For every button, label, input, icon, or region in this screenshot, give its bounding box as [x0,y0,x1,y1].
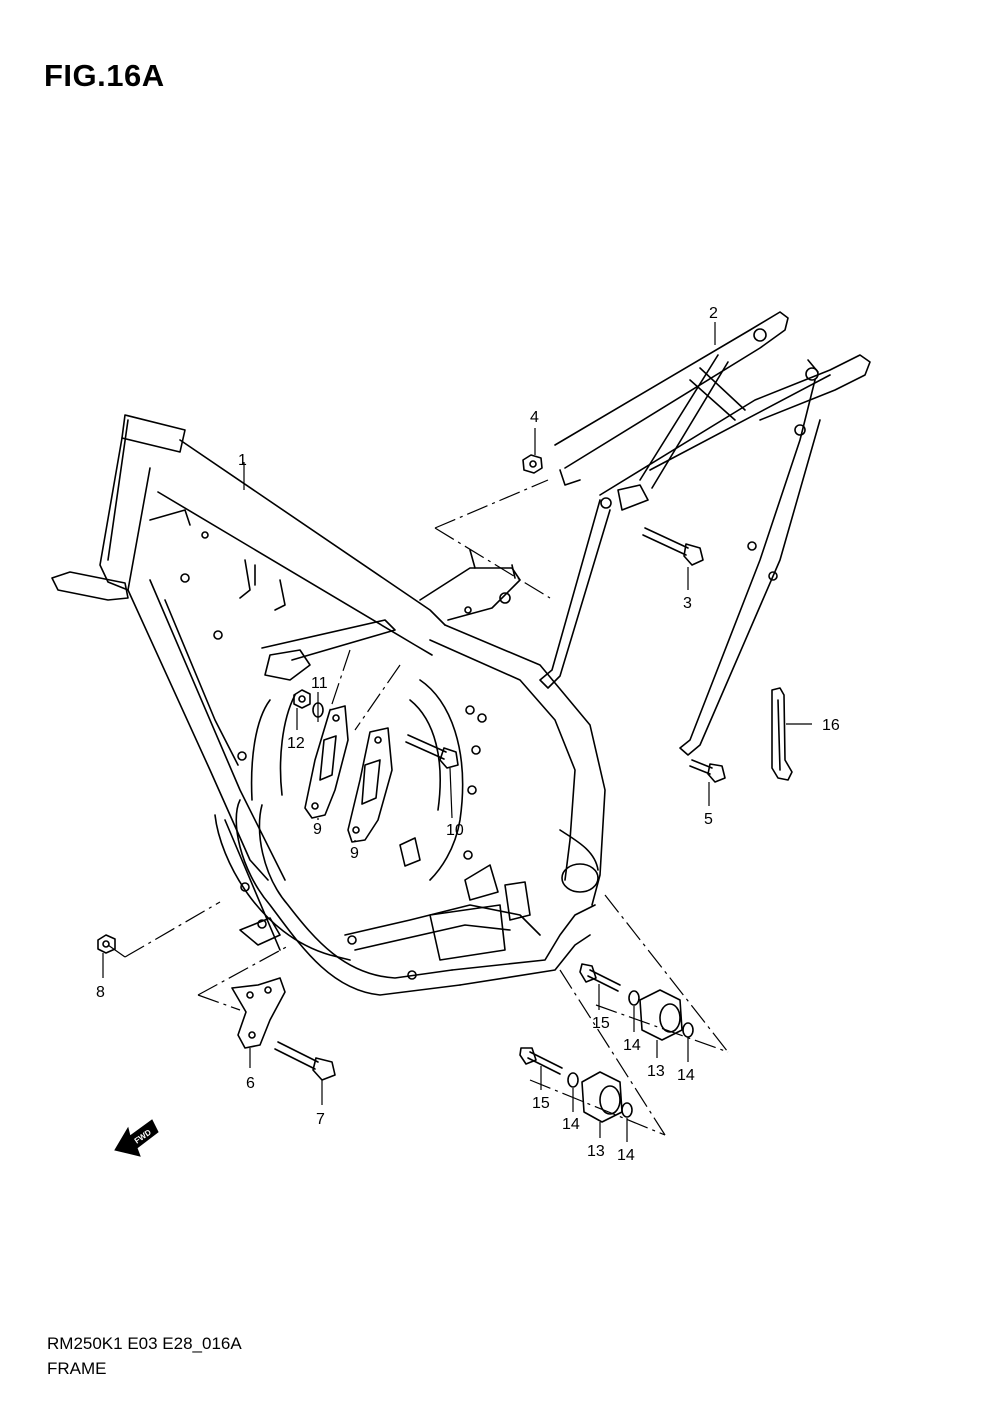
callout-4: 4 [530,409,539,426]
main-frame-part [51,414,606,996]
bolt-part-5 [689,759,726,783]
nut-part-12 [293,689,311,709]
engine-mount-plate-part-9a [304,705,349,819]
bolt-part-7 [274,1041,336,1081]
callout-13a: 13 [647,1063,665,1080]
callout-10: 10 [446,822,464,839]
model-code: RM250K1 E03 E28_016A [47,1334,242,1353]
rear-subframe-part [539,311,871,756]
callout-3: 3 [683,595,692,612]
engine-mount-plate-part-9b [347,727,393,843]
callout-14b: 14 [677,1067,695,1084]
callout-13b: 13 [587,1143,605,1160]
bolt-part-3 [642,527,704,566]
bolt-part-10 [405,734,459,769]
clamp-part-16 [771,687,793,781]
callout-1: 1 [238,452,247,469]
callout-14a: 14 [623,1037,641,1054]
callout-14d: 14 [617,1147,635,1164]
chain-roller-lower [519,1047,633,1123]
chain-roller-upper [579,963,694,1041]
callout-12: 12 [287,735,305,752]
figure-title: FIG.16A [44,58,165,93]
callout-11: 11 [311,675,328,692]
callout-9a: 9 [313,821,322,838]
callout-14c: 14 [562,1116,580,1133]
callout-6: 6 [246,1075,255,1092]
callout-15b: 15 [532,1095,550,1112]
diagram-caption: FRAME [47,1359,107,1378]
callout-16: 16 [822,717,840,734]
callout-7: 7 [316,1111,325,1128]
callout-2: 2 [709,305,718,322]
nut-part-8 [97,934,116,954]
callout-15a: 15 [592,1015,610,1032]
fwd-arrow-icon: FWD [114,1119,159,1157]
callout-8: 8 [96,984,105,1001]
mount-plate-part-6 [231,977,286,1049]
callout-5: 5 [704,811,713,828]
nut-part-4 [522,454,543,474]
callout-9b: 9 [350,845,359,862]
